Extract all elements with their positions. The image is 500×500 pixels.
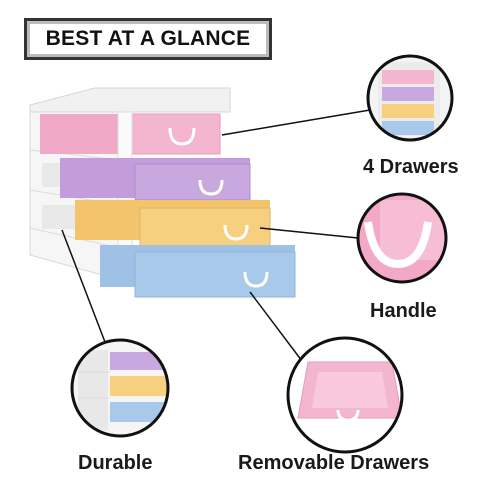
drawer-handle-icon bbox=[356, 192, 448, 284]
purple-drawer bbox=[60, 158, 251, 201]
feature-label-durable: Durable bbox=[78, 452, 153, 474]
frame-closeup-icon bbox=[70, 338, 170, 438]
blue-drawer bbox=[100, 245, 296, 298]
yellow-drawer bbox=[75, 200, 271, 247]
feature-label-handle: Handle bbox=[370, 300, 437, 322]
drawer-cabinet bbox=[29, 87, 296, 298]
title-text: BEST AT A GLANCE bbox=[45, 27, 251, 50]
drawer-stack-icon bbox=[366, 54, 454, 142]
title-banner: BEST AT A GLANCE bbox=[24, 18, 272, 60]
single-drawer-icon bbox=[286, 336, 404, 454]
feature-label-drawers: 4 Drawers bbox=[363, 156, 459, 178]
feature-label-removable: Removable Drawers bbox=[238, 452, 430, 474]
callout-lines bbox=[61, 109, 371, 366]
